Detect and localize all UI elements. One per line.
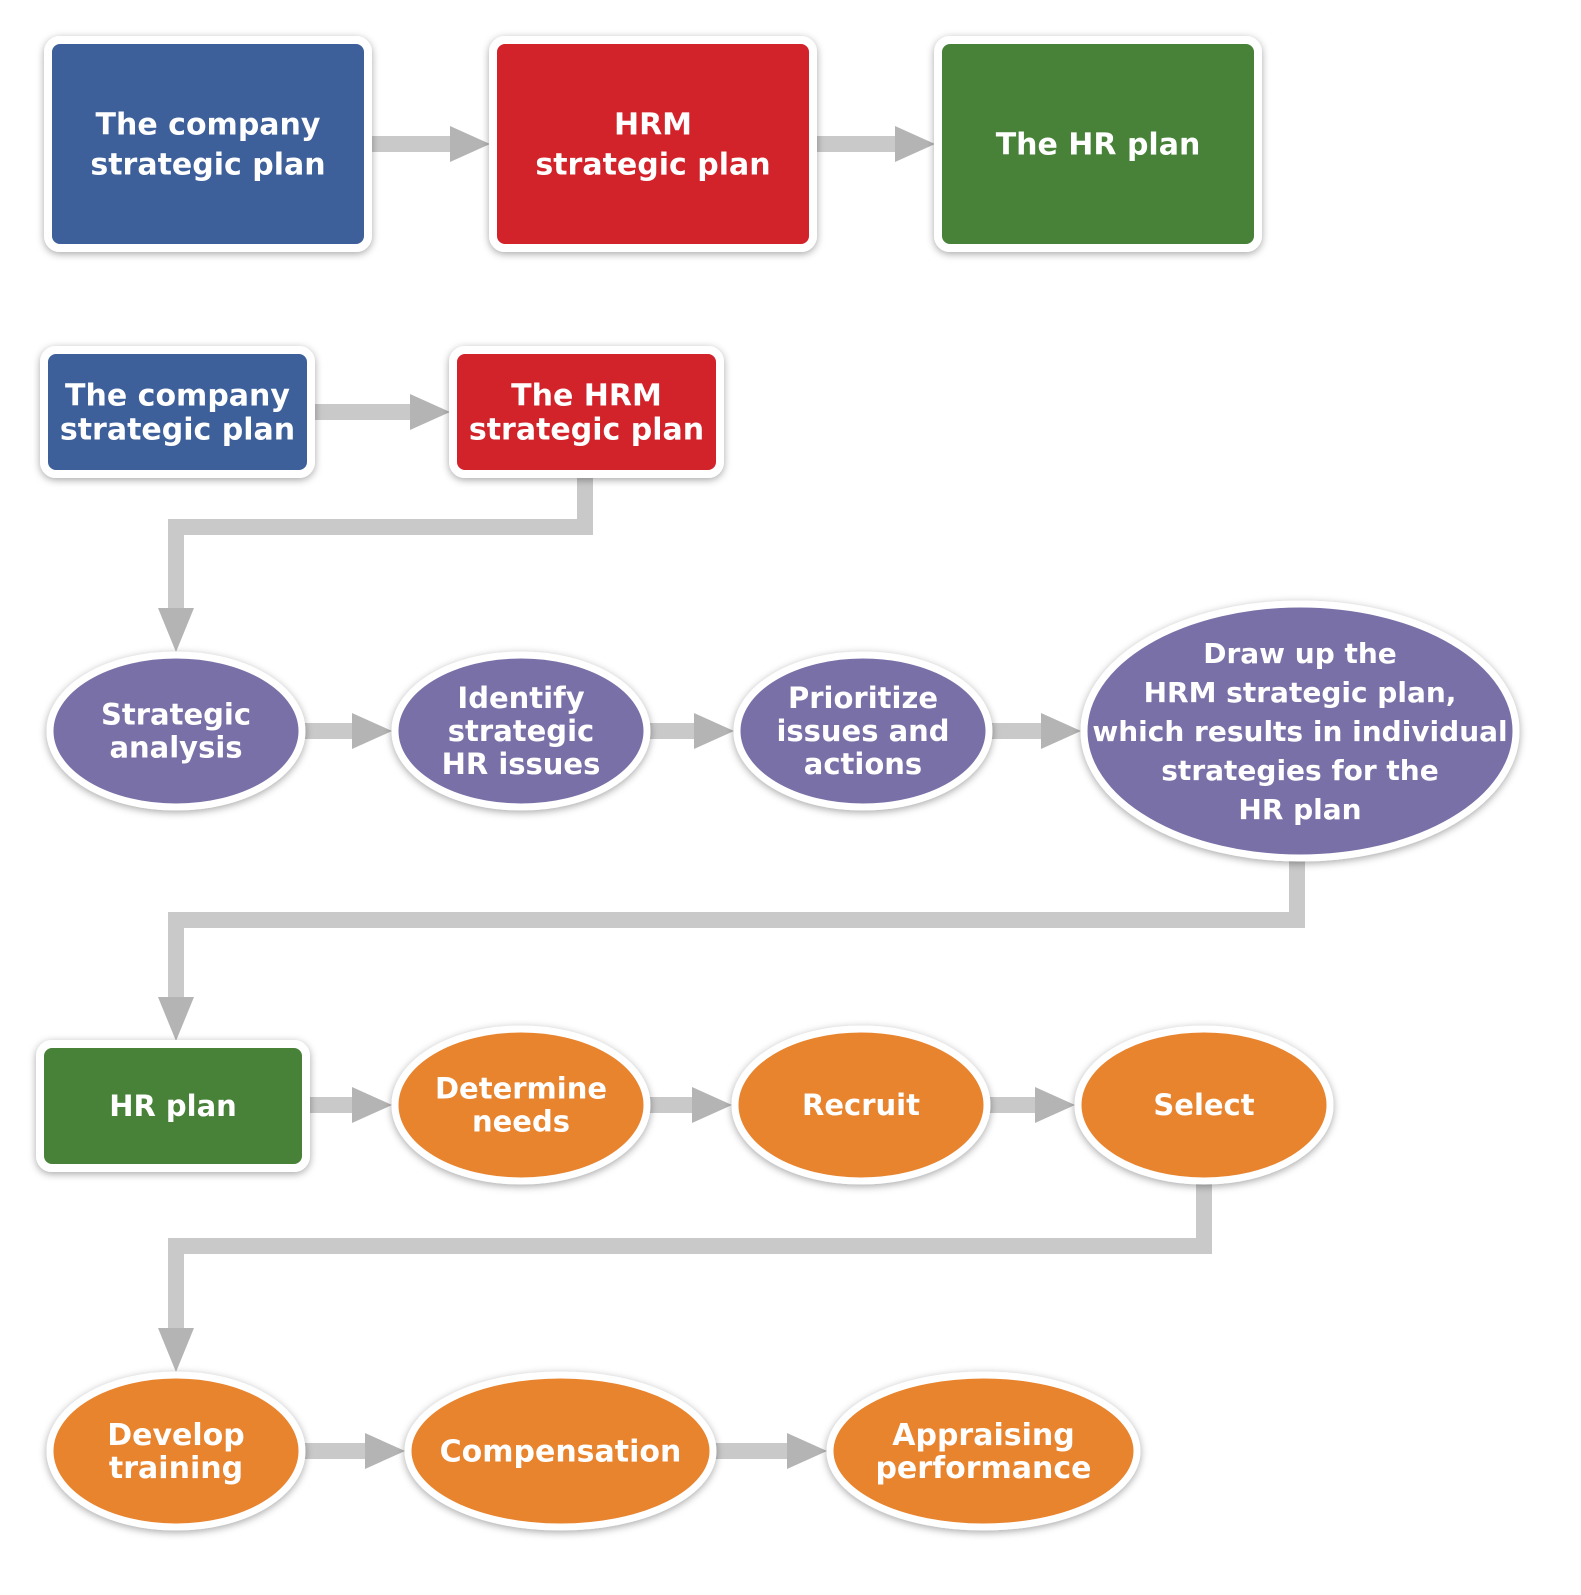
analysis-row-node-4-label-line-1: Draw up the: [1203, 637, 1397, 670]
arrow-compensation-to-appraising-head: [787, 1433, 827, 1469]
top-row-node-1-label-line-2: strategic plan: [90, 148, 325, 183]
arrow-identify-to-prioritize: [647, 713, 734, 749]
analysis-row-node-2-ellipse: [391, 651, 651, 811]
final-row-node-2-label-line-1: Compensation: [440, 1435, 682, 1470]
second-row-node-2-label-line-1: The HRM: [511, 379, 662, 414]
elbow-draw-up-to-hr-plan: [158, 858, 1305, 1041]
final-row-node-1-label-line-2: training: [109, 1451, 243, 1486]
analysis-row-node-2-label-line-1: Identify: [457, 681, 584, 715]
final-row-node-1-label-line-1: Develop: [107, 1418, 245, 1453]
top-row-node-3-label-line-1: The HR plan: [996, 128, 1201, 163]
top-row-node-2-label-line-1: HRM: [614, 108, 692, 143]
elbow-hrm-to-strategic-analysis: [158, 474, 593, 652]
elbow-hrm-to-strategic-analysis-line: [168, 474, 593, 616]
connector-layer: [158, 126, 1305, 1469]
top-row-node-3-box: [934, 36, 1262, 252]
hr-row-node-2-ellipse: [391, 1025, 651, 1185]
arrow-hrm-to-hr-plan-head: [895, 126, 935, 162]
arrow-company-to-hrm-second-head: [410, 394, 450, 430]
arrow-determine-to-recruit-head: [692, 1087, 732, 1123]
top-row-node-2-label-line-2: strategic plan: [535, 148, 770, 183]
final-row-node-2: Compensation: [404, 1371, 717, 1531]
arrow-recruit-to-select: [987, 1087, 1075, 1123]
hr-row-node-2-label-line-2: needs: [472, 1105, 570, 1139]
hr-row-node-2-label-line-1: Determine: [435, 1072, 607, 1106]
arrow-compensation-to-appraising: [713, 1433, 827, 1469]
arrow-company-to-hrm-second: [311, 394, 450, 430]
second-row-node-1-label-line-1: The company: [65, 379, 290, 414]
analysis-row-node-4-label-line-3: which results in individual: [1092, 715, 1507, 748]
hr-row-node-1-label-line-1: HR plan: [109, 1089, 237, 1123]
analysis-row-node-4-ellipse: [1080, 600, 1520, 862]
analysis-row-node-1-label-line-1: Strategic: [101, 698, 251, 732]
hr-row-node-3: Recruit: [731, 1025, 991, 1185]
top-row-node-1: The company strategic plan: [44, 36, 372, 252]
analysis-row-node-4-label-line-5: HR plan: [1238, 793, 1361, 826]
elbow-select-to-develop-head: [158, 1328, 194, 1372]
arrow-prioritize-to-draw-up-head: [1041, 713, 1081, 749]
second-row-node-2-label-line-2: strategic plan: [469, 413, 704, 448]
hr-row-node-4-label-line-1: Select: [1153, 1088, 1254, 1122]
final-row-node-3-label-line-2: performance: [875, 1451, 1091, 1486]
analysis-row-node-1-ellipse: [46, 651, 306, 811]
arrow-identify-to-prioritize-head: [694, 713, 734, 749]
arrow-hr-plan-to-determine-head: [352, 1087, 392, 1123]
arrow-analysis-to-identify-head: [352, 713, 392, 749]
top-row-node-2-box: [489, 36, 817, 252]
analysis-row-node-2-label-line-2: strategic: [448, 714, 594, 748]
elbow-hrm-to-strategic-analysis-head: [158, 608, 194, 652]
hr-row-node-3-label-line-1: Recruit: [802, 1088, 920, 1122]
elbow-draw-up-to-hr-plan-head: [158, 997, 194, 1041]
arrow-company-to-hrm-head: [450, 126, 490, 162]
arrow-company-to-hrm: [368, 126, 490, 162]
top-row-node-3: The HR plan: [934, 36, 1262, 252]
arrow-hr-plan-to-determine: [306, 1087, 392, 1123]
hr-row-node-4: Select: [1074, 1025, 1334, 1185]
hr-row-node-4-ellipse: [1074, 1025, 1334, 1185]
hr-row-node-1: HR plan: [36, 1040, 310, 1172]
hr-row-node-1-box: [36, 1040, 310, 1172]
elbow-select-to-develop-line: [168, 1181, 1212, 1336]
arrow-develop-to-compensation-head: [365, 1433, 405, 1469]
arrow-analysis-to-identify: [302, 713, 392, 749]
hr-row-node-3-ellipse: [731, 1025, 991, 1185]
arrow-develop-to-compensation: [302, 1433, 405, 1469]
top-row-node-2: HRM strategic plan: [489, 36, 817, 252]
analysis-row-node-2-label-line-3: HR issues: [442, 747, 601, 781]
arrow-hrm-to-hr-plan: [813, 126, 935, 162]
analysis-row-node-3-label-line-2: issues and: [776, 714, 949, 748]
final-row-node-2-ellipse: [404, 1371, 717, 1531]
final-row-node-3-ellipse: [826, 1371, 1141, 1531]
analysis-row-node-3-label-line-1: Prioritize: [788, 681, 938, 715]
final-row-node-1-ellipse: [46, 1371, 306, 1531]
elbow-select-to-develop: [158, 1181, 1212, 1372]
second-row-node-1-box: [40, 346, 315, 478]
top-row-node-1-box: [44, 36, 372, 252]
elbow-draw-up-to-hr-plan-line: [168, 858, 1305, 1005]
second-row-node-2-box: [449, 346, 724, 478]
arrow-recruit-to-select-head: [1035, 1087, 1075, 1123]
arrow-determine-to-recruit: [647, 1087, 732, 1123]
final-row-node-3-label-line-1: Appraising: [892, 1418, 1074, 1453]
analysis-row-node-1-label-line-2: analysis: [109, 731, 242, 765]
analysis-row-node-3-ellipse: [733, 651, 993, 811]
analysis-row-node-4-label-line-4: strategies for the: [1161, 754, 1438, 787]
top-row-node-1-label-line-1: The company: [96, 108, 321, 143]
second-row-node-1-label-line-2: strategic plan: [60, 413, 295, 448]
analysis-row-node-3-label-line-3: actions: [804, 747, 922, 781]
arrow-prioritize-to-draw-up: [989, 713, 1081, 749]
analysis-row-node-4-label-line-2: HRM strategic plan,: [1144, 676, 1457, 709]
